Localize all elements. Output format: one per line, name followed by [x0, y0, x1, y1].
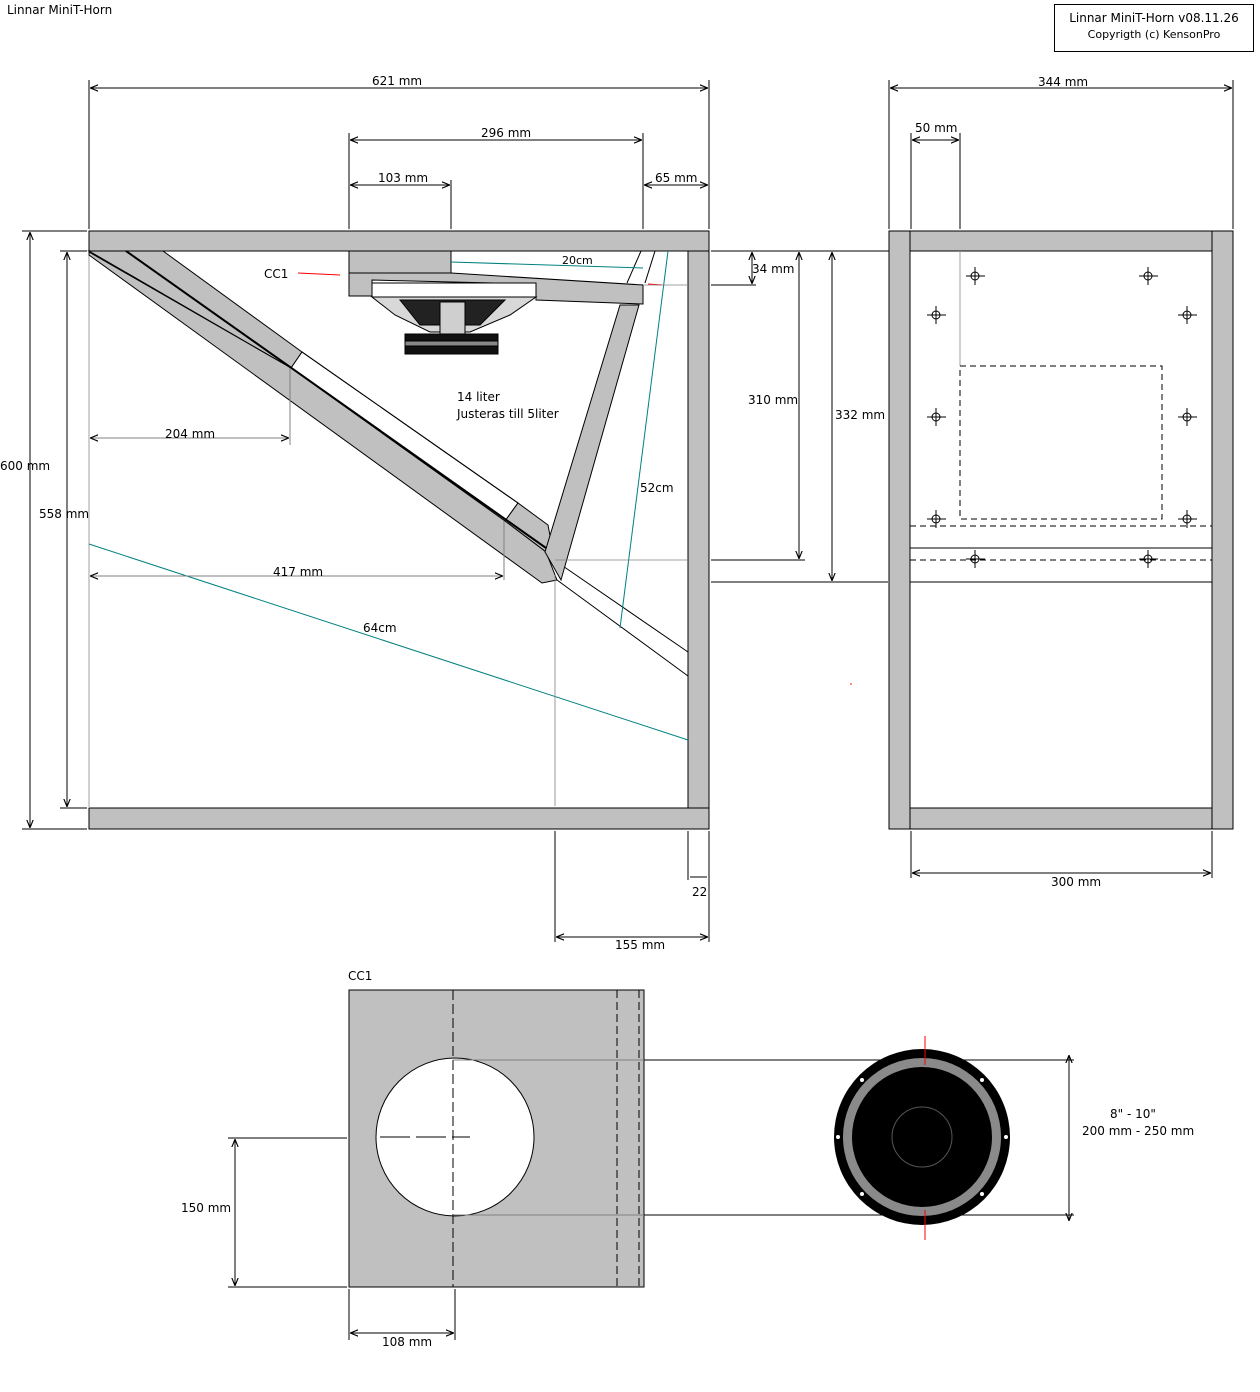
- screw-6: [1178, 408, 1197, 426]
- front-right-panel: [1211, 230, 1234, 830]
- front-left-panel: [888, 230, 911, 830]
- drawing-title: Linnar MiniT-Horn: [7, 3, 113, 17]
- driver-magnet-top: [404, 333, 499, 342]
- driver-magnet-mid: [404, 340, 499, 347]
- side-dimensions: [22, 80, 890, 942]
- path-20cm-label: 20cm: [562, 254, 593, 267]
- screw-2: [1139, 267, 1158, 285]
- front-top-panel: [909, 230, 1213, 252]
- driver-dustcap: [891, 1106, 953, 1168]
- path-64cm-label: 64cm: [363, 621, 397, 635]
- front-bottom-panel: [909, 807, 1213, 830]
- front-view: [888, 230, 1234, 830]
- dim-103: 103 mm: [378, 171, 428, 185]
- screw-8: [1178, 510, 1197, 528]
- driver-size-inches: 8" - 10": [1110, 1107, 1156, 1121]
- top-panel: [88, 230, 710, 252]
- dim-50: 50 mm: [915, 121, 957, 135]
- volume-adjust-label: Justeras till 5liter: [456, 407, 559, 421]
- driver-size-mm: 200 mm - 250 mm: [1082, 1124, 1194, 1138]
- horn-path-64cm: [88, 543, 689, 741]
- horn-board-center-line: [125, 250, 547, 549]
- driver-cutout-outline: [959, 365, 1163, 520]
- dim-204: 204 mm: [165, 427, 215, 441]
- side-labels: 621 mm 296 mm 103 mm 65 mm 600 mm 558 mm…: [0, 74, 885, 952]
- dim-558: 558 mm: [39, 507, 89, 521]
- dim-65: 65 mm: [655, 171, 697, 185]
- driver-pole: [439, 301, 466, 335]
- volume-label: 14 liter: [457, 390, 500, 404]
- screw-9: [966, 550, 985, 568]
- dim-300: 300 mm: [1051, 875, 1101, 889]
- dim-332: 332 mm: [835, 408, 885, 422]
- cc1-marker: [297, 272, 341, 276]
- front-dimensions: [888, 80, 1234, 878]
- screw-4: [1178, 306, 1197, 324]
- driver-board-cut: [371, 282, 537, 298]
- dim-22: 22: [692, 885, 707, 899]
- dim-621: 621 mm: [372, 74, 422, 88]
- driver-magnet-bottom: [404, 345, 499, 355]
- dim-600: 600 mm: [0, 459, 50, 473]
- cc1-dimensions: [228, 1137, 456, 1340]
- chamber-top-edge-b: [644, 250, 656, 284]
- screw-10: [1139, 550, 1158, 568]
- driver-cone-front: [852, 1067, 992, 1207]
- driver-front: 8" - 10" 200 mm - 250 mm: [644, 1036, 1194, 1240]
- dim-344: 344 mm: [1038, 75, 1088, 89]
- title-block-copyright: Copyrigth (c) KensonPro: [1087, 28, 1221, 41]
- side-view: [87, 230, 710, 830]
- cc1-label: CC1: [264, 267, 288, 281]
- dim-155: 155 mm: [615, 938, 665, 952]
- screw-3: [927, 306, 946, 324]
- screw-1: [966, 267, 985, 285]
- horn-channel-lower: [556, 579, 689, 677]
- horn-board-gap: [290, 351, 519, 522]
- dim-34: 34 mm: [752, 262, 794, 276]
- screw-7: [927, 510, 946, 528]
- dim-296: 296 mm: [481, 126, 531, 140]
- front-labels: 344 mm 50 mm 300 mm: [915, 75, 1101, 889]
- cc1-labels: CC1 150 mm 108 mm: [181, 969, 432, 1349]
- cc1-panel: [348, 989, 645, 1288]
- horn-path-20cm: [450, 261, 644, 269]
- title-block: Linnar MiniT-Horn v08.11.26 Copyrigth (c…: [1054, 4, 1254, 52]
- title-block-version: Linnar MiniT-Horn v08.11.26: [1069, 11, 1239, 25]
- dim-150: 150 mm: [181, 1201, 231, 1215]
- path-52cm-label: 52cm: [640, 481, 674, 495]
- cc1-board: [348, 250, 452, 274]
- dim-108: 108 mm: [382, 1335, 432, 1349]
- screw-5: [927, 408, 946, 426]
- cc1-panel-label: CC1: [348, 969, 372, 983]
- horn-path-52cm: [619, 250, 669, 629]
- bottom-panel: [88, 807, 710, 830]
- dim-417: 417 mm: [273, 565, 323, 579]
- chamber-top-edge-a: [626, 250, 642, 284]
- horn-board-gap-edge: [301, 351, 519, 504]
- screw-holes: [927, 267, 1197, 568]
- chamber-baffle: [544, 304, 640, 582]
- rear-panel: [687, 250, 710, 809]
- dim-310: 310 mm: [748, 393, 798, 407]
